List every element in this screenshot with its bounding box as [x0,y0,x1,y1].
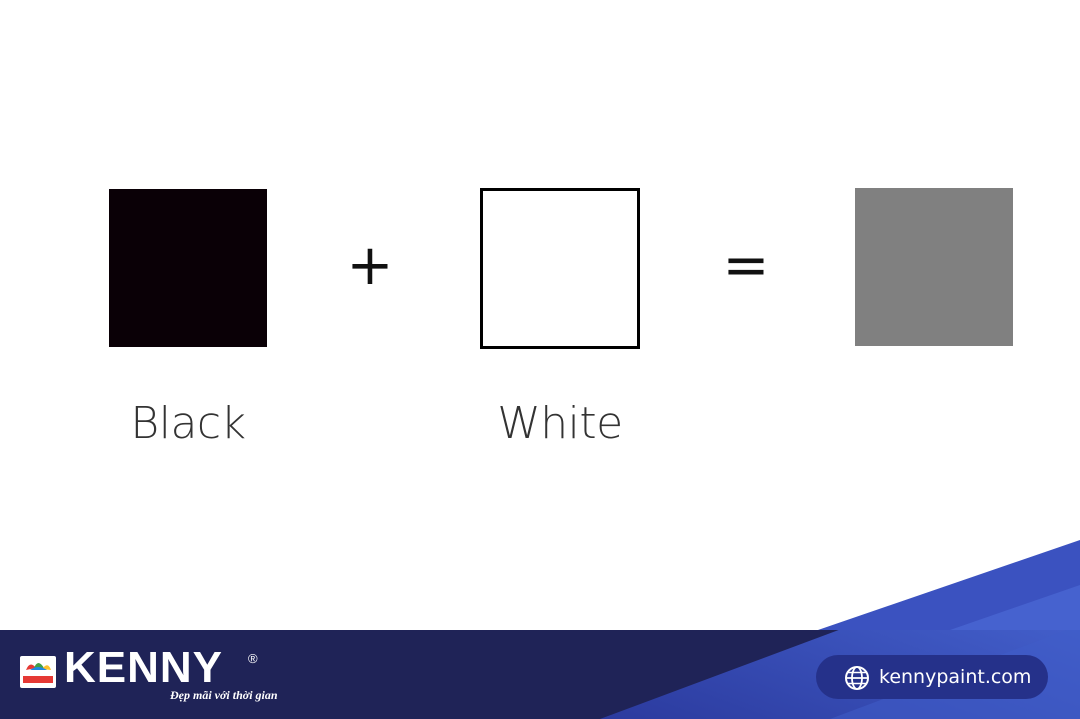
brand-slogan: Đẹp mãi với thời gian [170,688,278,702]
website-link[interactable]: kennypaint.com [816,655,1048,699]
kenny-logo-icon [20,656,56,688]
registered-mark: ® [248,651,258,666]
equals-sign: = [722,233,770,298]
gray-swatch [855,188,1013,346]
black-swatch [109,189,267,347]
white-label: White [497,398,623,449]
brand-name: KENNY [64,643,224,692]
plus-sign: + [346,233,394,298]
black-label: Black [130,398,246,449]
website-url: kennypaint.com [879,666,1032,688]
globe-icon [845,666,869,690]
white-swatch [480,188,640,349]
